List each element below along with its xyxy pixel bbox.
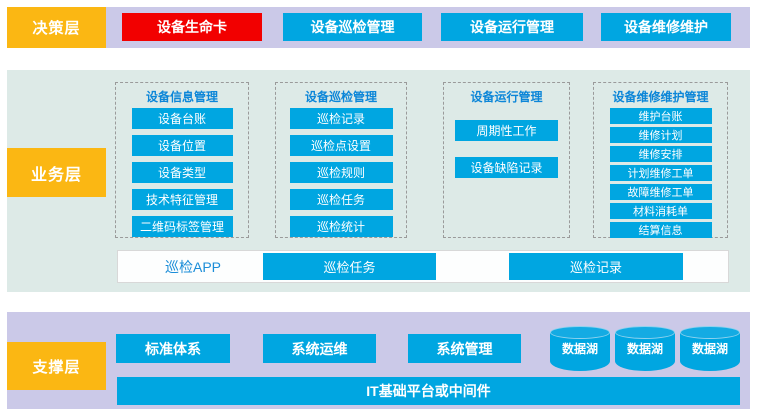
data-lake-label: 数据湖 [626,342,663,356]
group-item: 设备缺陷记录 [455,157,558,178]
support-layer-label: 支撑层 [7,342,106,390]
group-item: 维修计划 [609,127,712,143]
database-icon: 数据湖 [680,326,740,371]
data-lake-group: 数据湖 数据湖 数据湖 [550,326,740,371]
group-item-stack: 周期性工作 设备缺陷记录 [455,120,558,178]
decision-item-repair-maintenance: 设备维修维护 [601,13,731,41]
group-item: 巡检统计 [289,216,393,237]
group-item-stack: 巡检记录 巡检点设置 巡检规则 巡检任务 巡检统计 [289,108,393,237]
support-layer-band: 支撑层 标准体系 系统运维 系统管理 数据湖 数据湖 数据湖 IT基础平台或中间… [7,312,750,409]
database-icon: 数据湖 [550,326,610,371]
group-item: 结算信息 [609,222,712,238]
group-item: 巡检点设置 [289,135,393,156]
decision-item-device-life-card: 设备生命卡 [122,13,262,41]
group-item: 计划维修工单 [609,165,712,181]
database-cylinder-top [550,326,610,339]
group-item: 故障维修工单 [609,184,712,200]
decision-item-inspection-mgmt: 设备巡检管理 [283,13,422,41]
data-lake-label: 数据湖 [561,342,598,356]
group-item: 材料消耗单 [609,203,712,219]
inspection-task-box: 巡检任务 [263,253,436,280]
group-item: 设备位置 [131,135,233,156]
group-title: 设备巡检管理 [304,90,377,104]
group-item: 巡检任务 [289,189,393,210]
group-device-inspection-mgmt: 设备巡检管理 巡检记录 巡检点设置 巡检规则 巡检任务 巡检统计 [275,82,407,238]
inspection-app-row: 巡检APP 巡检任务 巡检记录 [117,250,729,283]
database-icon: 数据湖 [615,326,675,371]
database-cylinder-top [615,326,675,339]
business-layer-label: 业务层 [7,148,106,197]
group-title: 设备维修维护管理 [612,90,709,104]
database-cylinder-top [680,326,740,339]
group-item: 设备台账 [131,108,233,129]
group-device-repair-maintenance-mgmt: 设备维修维护管理 维护台账 维修计划 维修安排 计划维修工单 故障维修工单 材料… [593,82,728,238]
decision-layer-label: 决策层 [7,7,106,48]
group-item: 设备类型 [131,162,233,183]
business-layer-band: 业务层 设备信息管理 设备台账 设备位置 设备类型 技术特征管理 二维码标签管理… [7,70,750,292]
group-item: 巡检规则 [289,162,393,183]
group-item: 周期性工作 [455,120,558,141]
group-device-operation-mgmt: 设备运行管理 周期性工作 设备缺陷记录 [443,82,570,238]
support-item-system-operation: 系统运维 [263,334,376,363]
group-item-stack: 维护台账 维修计划 维修安排 计划维修工单 故障维修工单 材料消耗单 结算信息 [609,108,712,238]
group-item: 二维码标签管理 [131,216,233,237]
support-item-system-mgmt: 系统管理 [408,334,521,363]
group-device-info-mgmt: 设备信息管理 设备台账 设备位置 设备类型 技术特征管理 二维码标签管理 [115,82,249,238]
group-item: 维修安排 [609,146,712,162]
support-item-standard-system: 标准体系 [116,334,230,363]
inspection-app-label: 巡检APP [164,258,221,275]
it-platform-bar: IT基础平台或中间件 [117,377,740,405]
group-item: 巡检记录 [289,108,393,129]
group-title: 设备信息管理 [145,90,218,104]
group-title: 设备运行管理 [470,90,543,104]
group-item: 技术特征管理 [131,189,233,210]
inspection-record-box: 巡检记录 [509,253,683,280]
group-item-stack: 设备台账 设备位置 设备类型 技术特征管理 二维码标签管理 [131,108,233,237]
decision-layer-band: 决策层 设备生命卡 设备巡检管理 设备运行管理 设备维修维护 [7,7,750,48]
data-lake-label: 数据湖 [691,342,728,356]
decision-item-operation-mgmt: 设备运行管理 [441,13,583,41]
group-item: 维护台账 [609,108,712,124]
